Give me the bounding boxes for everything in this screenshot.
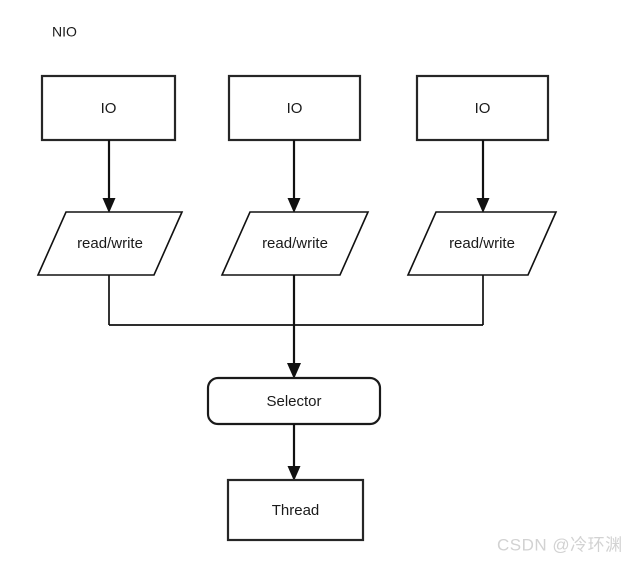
read-write-node-3[interactable]: read/write bbox=[406, 211, 558, 276]
thread-node[interactable]: Thread bbox=[226, 478, 365, 542]
thread-shape bbox=[226, 478, 365, 542]
arrow-io2-to-rw2 bbox=[287, 140, 301, 213]
selector-label: Selector bbox=[266, 393, 321, 410]
read-write-1-shape bbox=[36, 211, 184, 276]
arrow-io1-to-rw1 bbox=[102, 140, 116, 213]
read-write-3-shape bbox=[406, 211, 558, 276]
io-box-2-label: IO bbox=[287, 100, 303, 117]
io-node-2[interactable]: IO bbox=[227, 74, 362, 142]
io-node-3[interactable]: IO bbox=[415, 74, 550, 142]
diagram-title: NIO bbox=[52, 24, 77, 40]
io-box-2-shape bbox=[227, 74, 362, 142]
read-write-3-label: read/write bbox=[449, 235, 515, 252]
io-box-1-label: IO bbox=[101, 100, 117, 117]
arrow-io3-to-rw3 bbox=[476, 140, 490, 213]
thread-label: Thread bbox=[272, 502, 320, 519]
read-write-node-1[interactable]: read/write bbox=[36, 211, 184, 276]
arrow-selector-to-thread bbox=[287, 424, 301, 481]
read-write-2-shape bbox=[220, 211, 370, 276]
io-node-1[interactable]: IO bbox=[40, 74, 177, 142]
io-box-3-label: IO bbox=[475, 100, 491, 117]
read-write-1-label: read/write bbox=[77, 235, 143, 252]
io-box-1-shape bbox=[40, 74, 177, 142]
csdn-watermark: CSDN @冷环渊 bbox=[497, 535, 623, 554]
merge-bus-connector bbox=[108, 275, 484, 379]
selector-node[interactable]: Selector bbox=[206, 376, 382, 426]
read-write-2-label: read/write bbox=[262, 235, 328, 252]
read-write-node-2[interactable]: read/write bbox=[220, 211, 370, 276]
